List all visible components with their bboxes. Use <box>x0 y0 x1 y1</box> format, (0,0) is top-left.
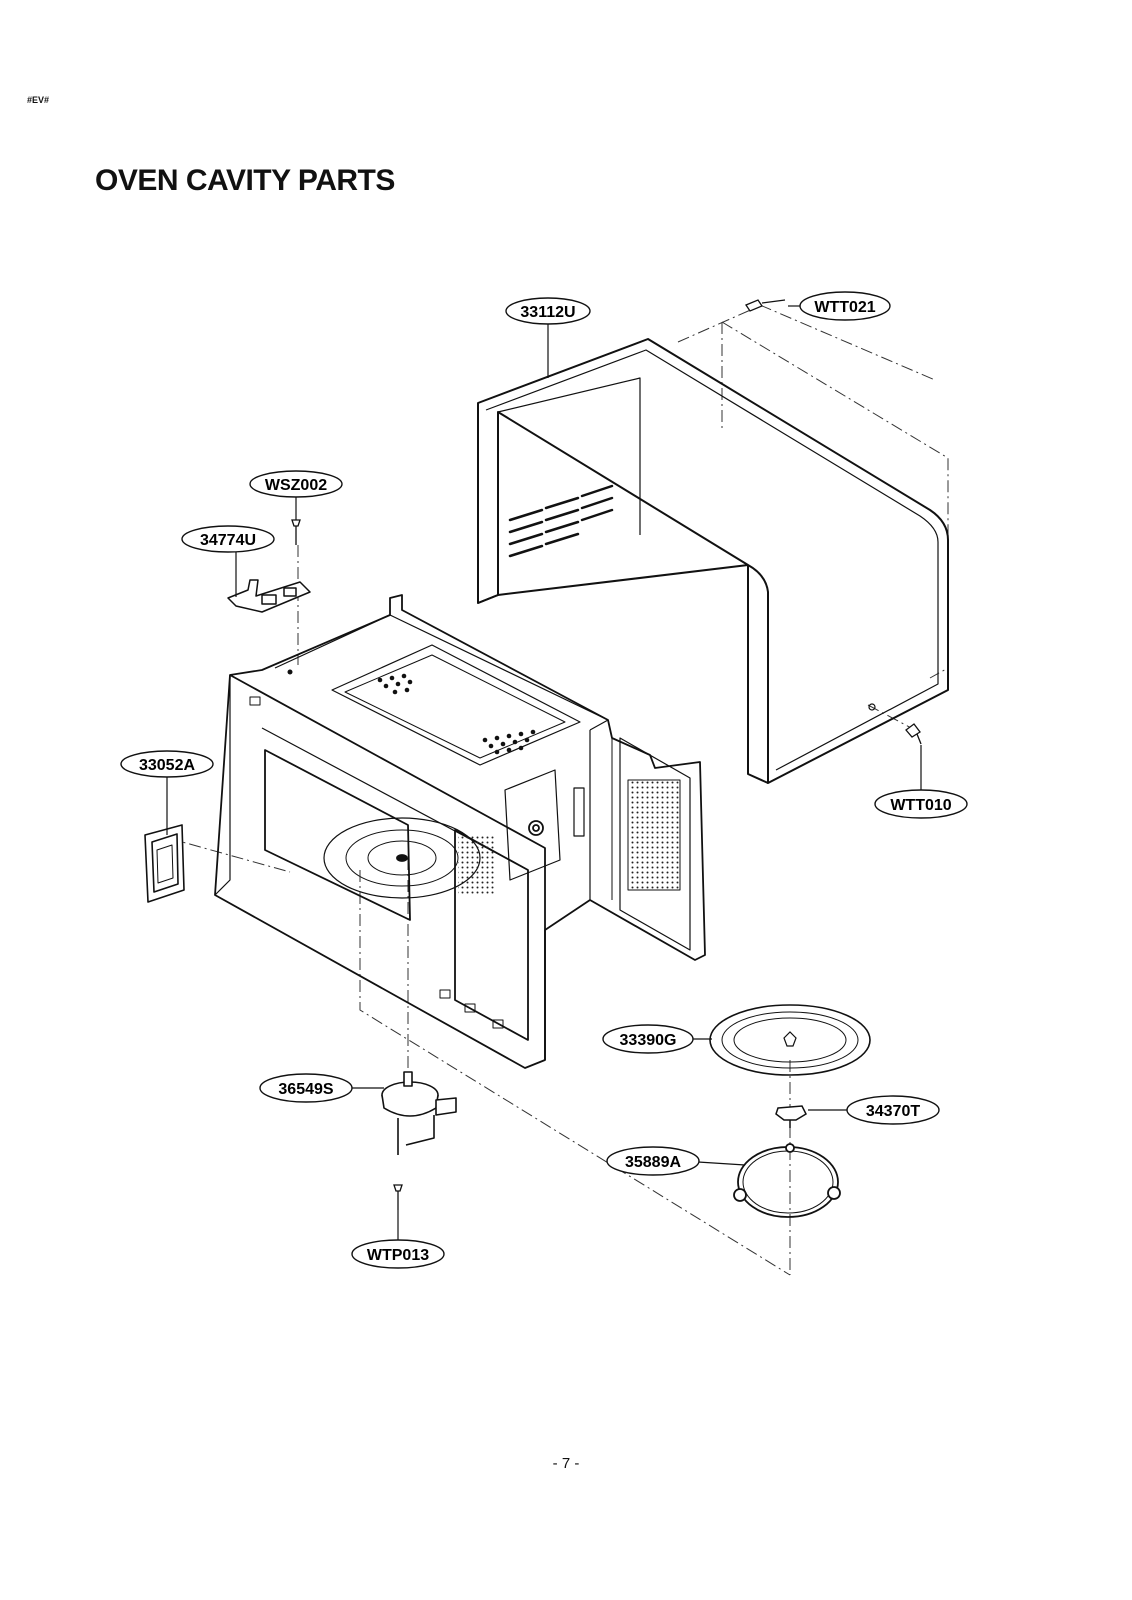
glass-tray <box>709 1004 871 1076</box>
callout-33390G: 33390G <box>602 1024 694 1054</box>
callout-WTT010: WTT010 <box>874 789 968 819</box>
svg-text:35889A: 35889A <box>625 1154 681 1171</box>
screws <box>291 299 922 1210</box>
callout-35889A: 35889A <box>606 1146 700 1176</box>
hinge-bracket <box>227 579 311 613</box>
leader-lines <box>166 305 922 1240</box>
callout-34370T: 34370T <box>846 1095 940 1125</box>
coupler <box>775 1105 807 1128</box>
svg-text:33052A: 33052A <box>139 757 195 774</box>
svg-text:WTT021: WTT021 <box>814 299 875 316</box>
callout-33052A: 33052A <box>120 750 214 778</box>
svg-text:34774U: 34774U <box>200 532 256 549</box>
svg-text:33390G: 33390G <box>620 1032 677 1049</box>
turntable-motor <box>381 1071 457 1155</box>
svg-text:36549S: 36549S <box>278 1081 333 1098</box>
page-number: - 7 - <box>552 1455 580 1472</box>
svg-text:WTP013: WTP013 <box>367 1247 429 1264</box>
svg-text:WTT010: WTT010 <box>890 797 951 814</box>
svg-text:WSZ002: WSZ002 <box>265 477 327 494</box>
cabinet <box>477 338 949 784</box>
svg-text:33112U: 33112U <box>520 304 575 321</box>
callout-36549S: 36549S <box>259 1073 353 1103</box>
callout-WTT021: WTT021 <box>799 291 891 321</box>
callout-WSZ002: WSZ002 <box>249 470 343 498</box>
document-code: #EV# <box>27 95 50 105</box>
waveguide-cover <box>144 824 185 903</box>
page-title: OVEN CAVITY PARTS <box>95 164 395 197</box>
svg-text:34370T: 34370T <box>866 1103 920 1120</box>
callout-WTP013: WTP013 <box>351 1239 445 1269</box>
callout-34774U: 34774U <box>181 525 275 553</box>
roller-ring <box>733 1143 841 1218</box>
oven-cavity <box>214 594 706 1069</box>
callout-33112U: 33112U <box>505 297 591 325</box>
